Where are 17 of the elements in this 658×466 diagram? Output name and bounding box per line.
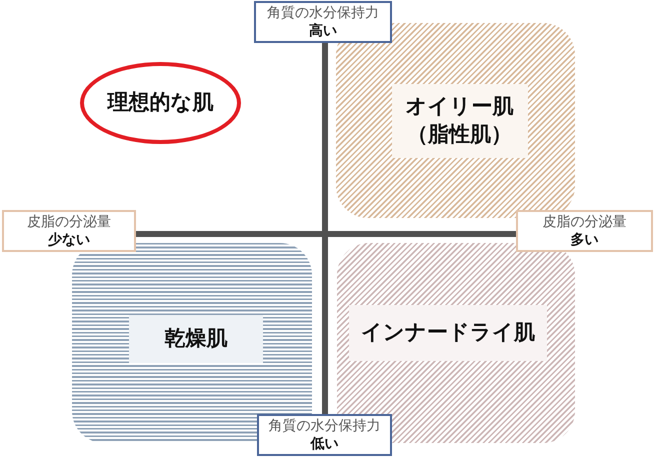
axis-level: 高い (309, 22, 337, 40)
axis-title: 角質の水分保持力 (267, 4, 379, 22)
quadrant-title: 乾燥肌 (164, 325, 228, 352)
axis-level: 低い (310, 435, 338, 454)
quadrant-title: （脂性肌） (407, 120, 512, 148)
axis-title: 皮脂の分泌量 (27, 212, 111, 231)
axis-label-card (2, 210, 136, 252)
axis-level: 少ない (48, 231, 90, 250)
quadrant-title: インナードライ肌 (361, 319, 535, 346)
axis-label-card (257, 414, 392, 456)
axis-label-card (254, 1, 392, 43)
quadrant-title: 理想的な肌 (108, 89, 214, 116)
axis-label-card (516, 210, 653, 252)
axis-level: 多い (570, 231, 598, 250)
axis-title: 角質の水分保持力 (268, 416, 380, 435)
axis-title: 皮脂の分泌量 (542, 212, 626, 231)
quadrant-title: オイリー肌 (406, 93, 514, 120)
